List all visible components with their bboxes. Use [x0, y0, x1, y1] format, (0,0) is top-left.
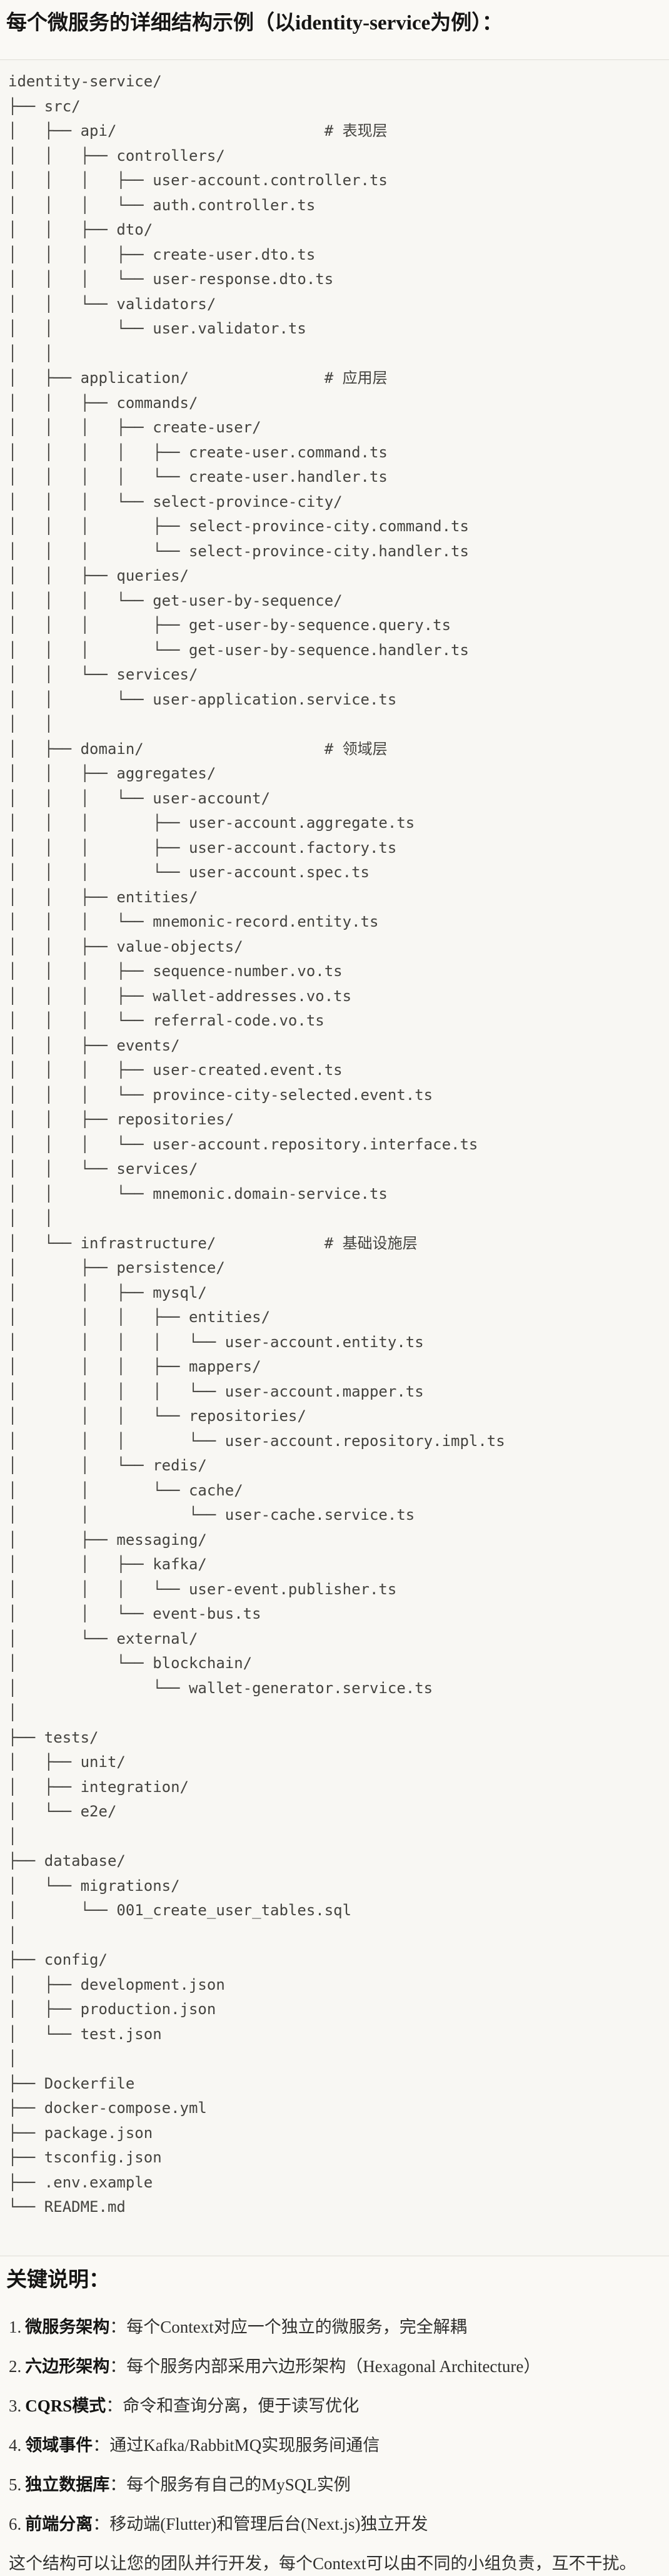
directory-tree: identity-service/ ├── src/ │ ├── api/ # …	[8, 73, 505, 2216]
note-text: ：通过Kafka/RabbitMQ实现服务间通信	[93, 2435, 380, 2455]
note-text: ：命令和查询分离，便于读写优化	[106, 2396, 360, 2415]
note-number: 2.	[9, 2356, 22, 2376]
note-text: ：移动端(Flutter)和管理后台(Next.js)独立开发	[93, 2514, 428, 2533]
closing-paragraph: 这个结构可以让您的团队并行开发，每个Context可以由不同的小组负责，互不干扰…	[9, 2553, 636, 2573]
note-item: 6.前端分离：移动端(Flutter)和管理后台(Next.js)独立开发	[9, 2512, 663, 2536]
note-text: ：每个服务内部采用六边形架构（Hexagonal Architecture）	[109, 2356, 541, 2376]
notes-list: 1.微服务架构：每个Context对应一个独立的微服务，完全解耦 2.六边形架构…	[6, 2315, 663, 2536]
page-title: 每个微服务的详细结构示例（以identity-service为例）：	[6, 12, 503, 34]
notes-section: 关键说明： 1.微服务架构：每个Context对应一个独立的微服务，完全解耦 2…	[6, 2266, 663, 2575]
note-label: 独立数据库	[25, 2475, 110, 2494]
note-item: 4.领域事件：通过Kafka/RabbitMQ实现服务间通信	[9, 2433, 663, 2457]
note-label: 微服务架构	[25, 2317, 110, 2336]
note-item: 5.独立数据库：每个服务有自己的MySQL实例	[9, 2473, 663, 2497]
note-item: 3.CQRS模式：命令和查询分离，便于读写优化	[9, 2394, 663, 2418]
note-label: 领域事件	[25, 2435, 93, 2455]
notes-heading: 关键说明：	[6, 2268, 109, 2291]
note-number: 5.	[9, 2475, 22, 2494]
note-number: 4.	[9, 2435, 22, 2455]
note-label: CQRS模式	[25, 2396, 106, 2415]
note-number: 3.	[9, 2396, 22, 2415]
note-text: ：每个服务有自己的MySQL实例	[109, 2475, 351, 2494]
note-label: 前端分离	[25, 2514, 93, 2533]
note-number: 6.	[9, 2514, 22, 2533]
note-label: 六边形架构	[25, 2356, 110, 2376]
note-item: 1.微服务架构：每个Context对应一个独立的微服务，完全解耦	[9, 2315, 663, 2339]
note-text: ：每个Context对应一个独立的微服务，完全解耦	[109, 2317, 467, 2336]
note-item: 2.六边形架构：每个服务内部采用六边形架构（Hexagonal Architec…	[9, 2355, 663, 2378]
note-number: 1.	[9, 2317, 22, 2336]
code-block: identity-service/ ├── src/ │ ├── api/ # …	[0, 59, 669, 2256]
